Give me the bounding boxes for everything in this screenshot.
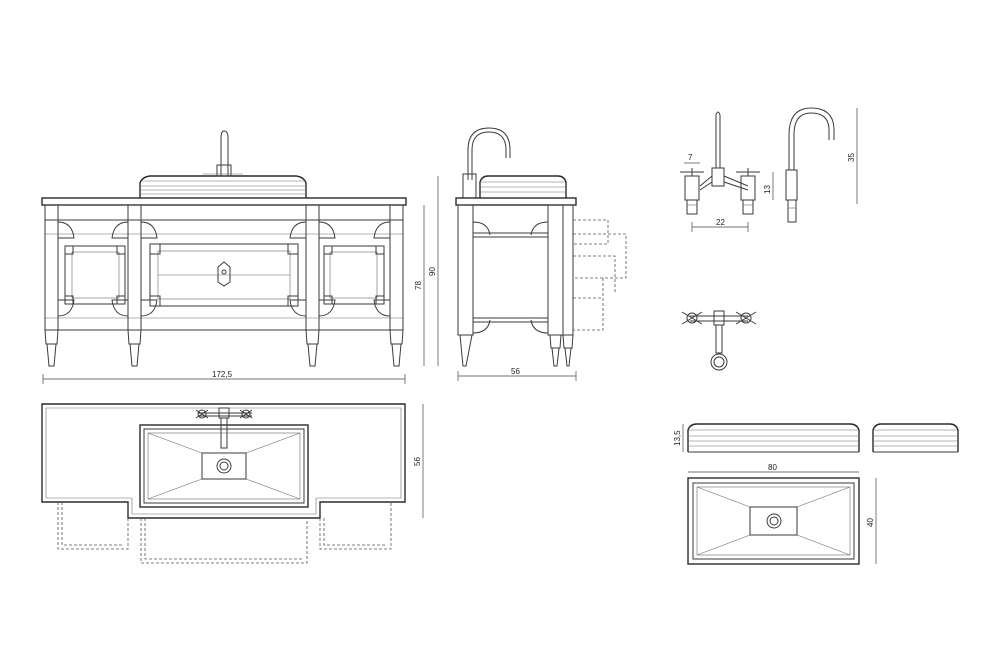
front-cabinet-body (44, 204, 404, 331)
tap-plan-view (681, 310, 757, 371)
front-faucet (203, 130, 243, 177)
front-countertop (41, 197, 407, 221)
tap-side-view: 35 (785, 107, 858, 223)
dim-side-depth: 56 (511, 367, 520, 376)
dim-vanity-total-height: 90 (428, 267, 437, 276)
front-legs (44, 329, 404, 367)
front-dimensions: 172,5 78 90 (42, 176, 439, 384)
basin-plan-view: 80 40 (687, 463, 877, 565)
side-drawer-projections (573, 219, 627, 331)
basin-side-elevation (872, 423, 959, 453)
plan-drawer-projections (57, 502, 392, 564)
dim-vanity-height: 78 (414, 281, 423, 290)
dim-spout-height: 35 (847, 153, 856, 162)
dim-basin-height: 13,5 (673, 430, 682, 446)
plan-faucet (195, 407, 253, 449)
front-basin (139, 175, 307, 198)
dim-tap-body-height: 13 (763, 185, 772, 194)
front-elevation: 172,5 78 90 (41, 130, 439, 384)
tap-front-view: 22 7 13 (680, 111, 774, 232)
dim-plan-depth: 56 (413, 457, 422, 466)
dim-tap-spread: 22 (716, 218, 725, 227)
dim-tap-handle: 7 (688, 153, 693, 162)
side-elevation: 56 (455, 127, 627, 381)
plan-view: 56 (41, 403, 424, 564)
dim-basin-depth: 40 (866, 518, 875, 527)
dim-vanity-width: 172,5 (212, 370, 233, 379)
basin-front-elevation: 13,5 (673, 423, 860, 453)
dim-basin-width: 80 (768, 463, 777, 472)
